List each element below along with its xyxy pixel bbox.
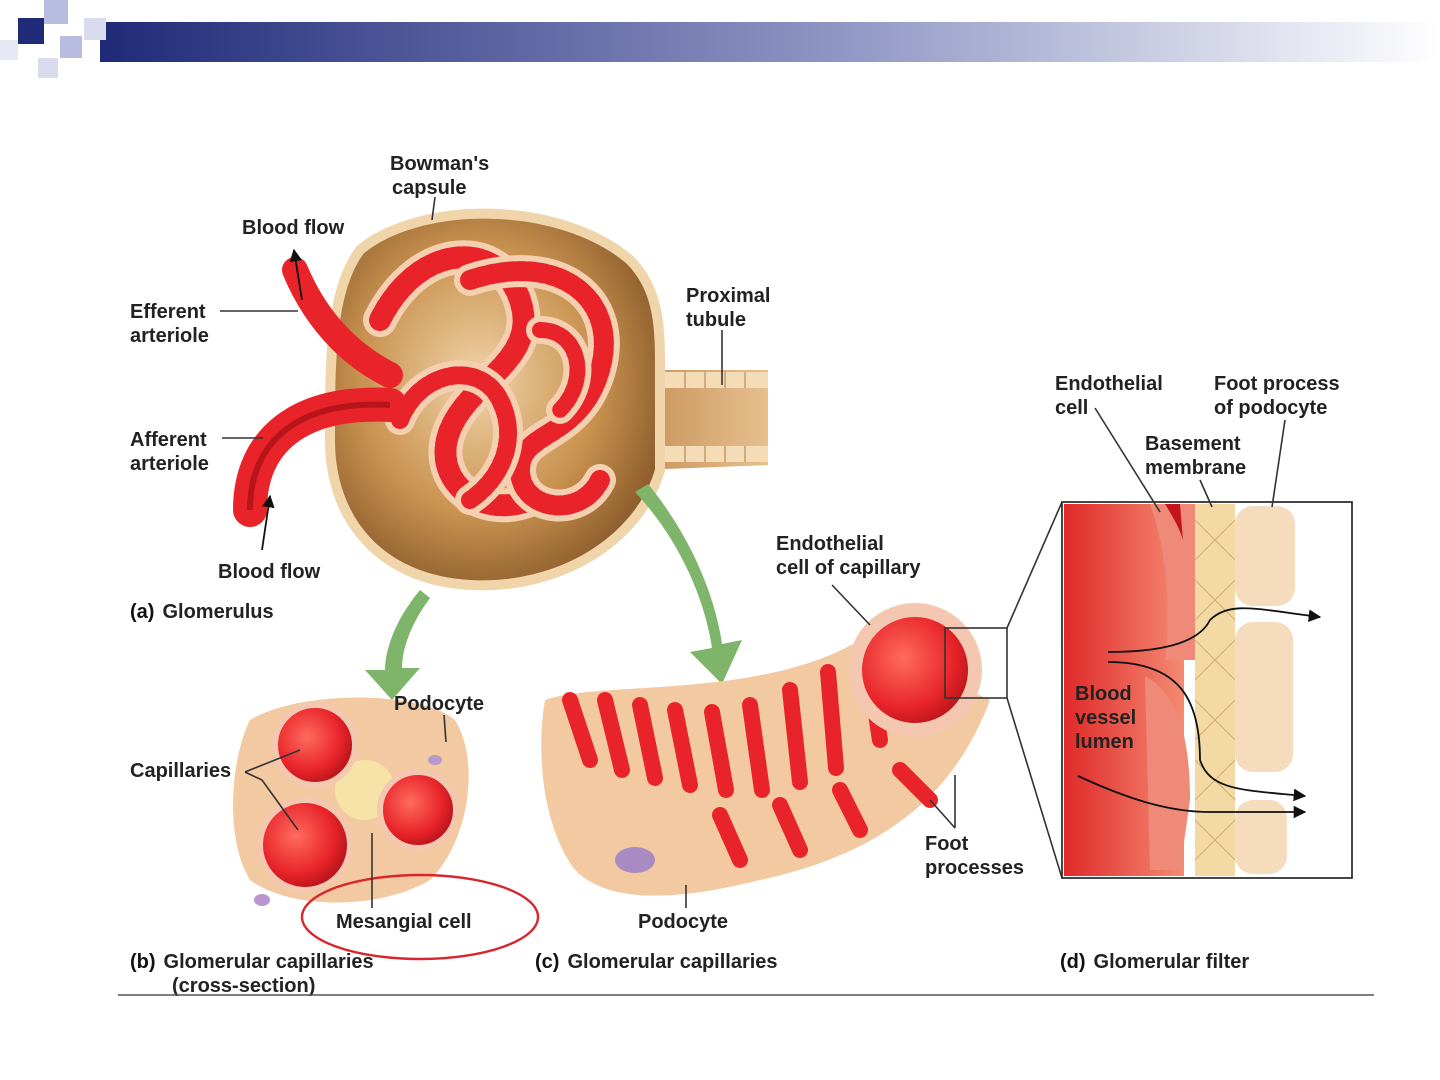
green-arrow-to-b: [365, 590, 430, 700]
capillaries-label: Capillaries: [130, 760, 231, 782]
zoom-box: [944, 627, 1008, 699]
caption-c: (c)Glomerular capillaries: [535, 951, 778, 973]
filtration-arrow: [1107, 607, 1322, 653]
caption-a: (a)Glomerulus: [130, 601, 274, 623]
glomerulus-panel: [233, 208, 768, 700]
blood-flow-bottom-label: Blood flow: [218, 561, 321, 583]
mesangial-cell-label: Mesangial cell: [336, 911, 472, 933]
cross-section-panel: [233, 697, 540, 961]
filtration-arrow: [1077, 775, 1307, 819]
blood-flow-top-label: Blood flow: [242, 217, 345, 239]
arterioles: [233, 257, 407, 527]
filter-panel: [1061, 501, 1353, 879]
proximal-tubule-shape: [640, 370, 768, 470]
capillary-circle: [257, 797, 353, 893]
capillary-circle: [272, 702, 358, 788]
capillary-tuft: [363, 240, 620, 523]
blood-flow-arrow-in: [261, 494, 275, 551]
podocyte-c-label: Podocyte: [638, 911, 728, 933]
blood-flow-arrow-out: [289, 248, 303, 301]
podocyte-b-label: Podocyte: [394, 693, 484, 715]
header-bar: [0, 0, 1440, 78]
caption-d: (d)Glomerular filter: [1060, 951, 1249, 973]
green-arrow-to-c: [635, 484, 742, 684]
caption-b: (b)Glomerular capillaries(cross-section): [130, 951, 374, 997]
filtration-arrow: [1107, 661, 1307, 802]
capillary-tube-panel: [541, 501, 1063, 896]
mesangial-highlight-ring: [300, 873, 540, 961]
capillary-circle: [377, 769, 459, 851]
leader-lines: [220, 196, 1286, 908]
